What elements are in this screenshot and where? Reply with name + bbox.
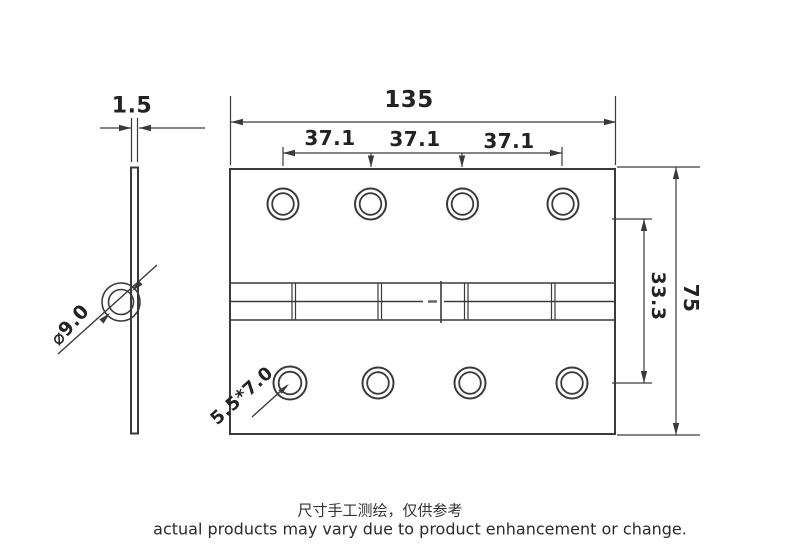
hole-spacing-label-1: 37.1 [304, 126, 356, 150]
dimension-75 [617, 166, 700, 436]
dimension-37-1-chain [282, 147, 563, 167]
arrow-sw-icon [132, 280, 143, 291]
knuckle-separators [291, 283, 556, 320]
dimension-33-3 [612, 218, 652, 384]
thickness-dimension-label: 1.5 [111, 93, 153, 119]
hole-spacing-label-3: 37.1 [483, 129, 535, 153]
height-dimension-label: 75 [679, 283, 703, 313]
hole-row-spacing-label: 33.3 [647, 271, 669, 321]
screw-holes-top-row [266, 187, 580, 221]
screw-holes-bottom-row [272, 365, 589, 401]
arrow-left-icon [139, 124, 151, 132]
knuckle-inner-circle [107, 288, 135, 316]
dimension-135 [229, 96, 617, 165]
side-view [57, 118, 205, 435]
footer-note-chinese: 尺寸手工测绘，仅供参考 [297, 501, 463, 520]
footer-note-english: actual products may vary due to product … [153, 519, 687, 539]
width-dimension-label: 135 [384, 87, 434, 113]
hole-size-leader [251, 384, 289, 418]
arrow-ne-icon [99, 313, 110, 324]
knuckle-outer-circle [101, 282, 141, 322]
hole-spacing-label-2: 37.1 [389, 127, 441, 151]
side-strip [130, 166, 139, 435]
arrow-right-icon [119, 124, 131, 132]
